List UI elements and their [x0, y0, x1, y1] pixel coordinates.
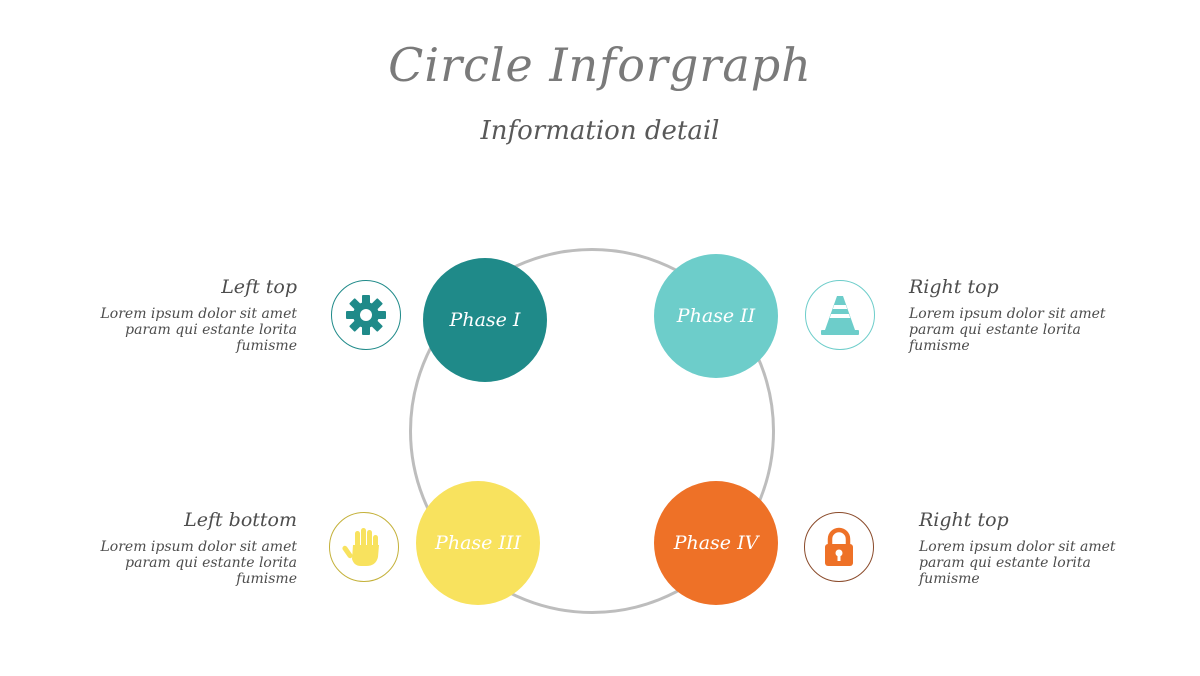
phase-3-label: Phase III: [435, 532, 521, 554]
right-top-block: Right top Lorem ipsum dolor sit amet par…: [909, 276, 1149, 354]
traffic-cone-icon: [821, 296, 859, 335]
gear-icon: [346, 295, 386, 335]
left-top-heading: Left top: [221, 276, 297, 298]
hand-icon: [342, 528, 379, 566]
phase-1-label: Phase I: [449, 309, 521, 331]
cycle-ring: [409, 248, 775, 614]
left-top-body: Lorem ipsum dolor sit amet param qui est…: [100, 306, 297, 354]
page-title: Circle Inforgraph: [388, 38, 812, 92]
right-bottom-body: Lorem ipsum dolor sit amet param qui est…: [919, 539, 1116, 587]
right-top-heading: Right top: [909, 276, 999, 298]
hand-icon-ring: [329, 512, 399, 582]
phase-2-circle: Phase II: [654, 254, 778, 378]
phase-1-circle: Phase I: [423, 258, 547, 382]
right-top-body: Lorem ipsum dolor sit amet param qui est…: [909, 306, 1106, 354]
left-bottom-block: Left bottom Lorem ipsum dolor sit amet p…: [57, 509, 297, 587]
phase-4-label: Phase IV: [673, 532, 759, 554]
lock-icon: [825, 527, 853, 566]
left-top-block: Left top Lorem ipsum dolor sit amet para…: [57, 276, 297, 354]
right-bottom-block: Right top Lorem ipsum dolor sit amet par…: [919, 509, 1159, 587]
traffic-cone-icon-ring: [805, 280, 875, 350]
right-bottom-heading: Right top: [919, 509, 1009, 531]
lock-icon-ring: [804, 512, 874, 582]
left-bottom-body: Lorem ipsum dolor sit amet param qui est…: [100, 539, 297, 587]
page-subtitle: Information detail: [480, 116, 720, 146]
phase-4-circle: Phase IV: [654, 481, 778, 605]
left-bottom-heading: Left bottom: [184, 509, 297, 531]
phase-2-label: Phase II: [676, 305, 756, 327]
gear-icon-ring: [331, 280, 401, 350]
phase-3-circle: Phase III: [416, 481, 540, 605]
